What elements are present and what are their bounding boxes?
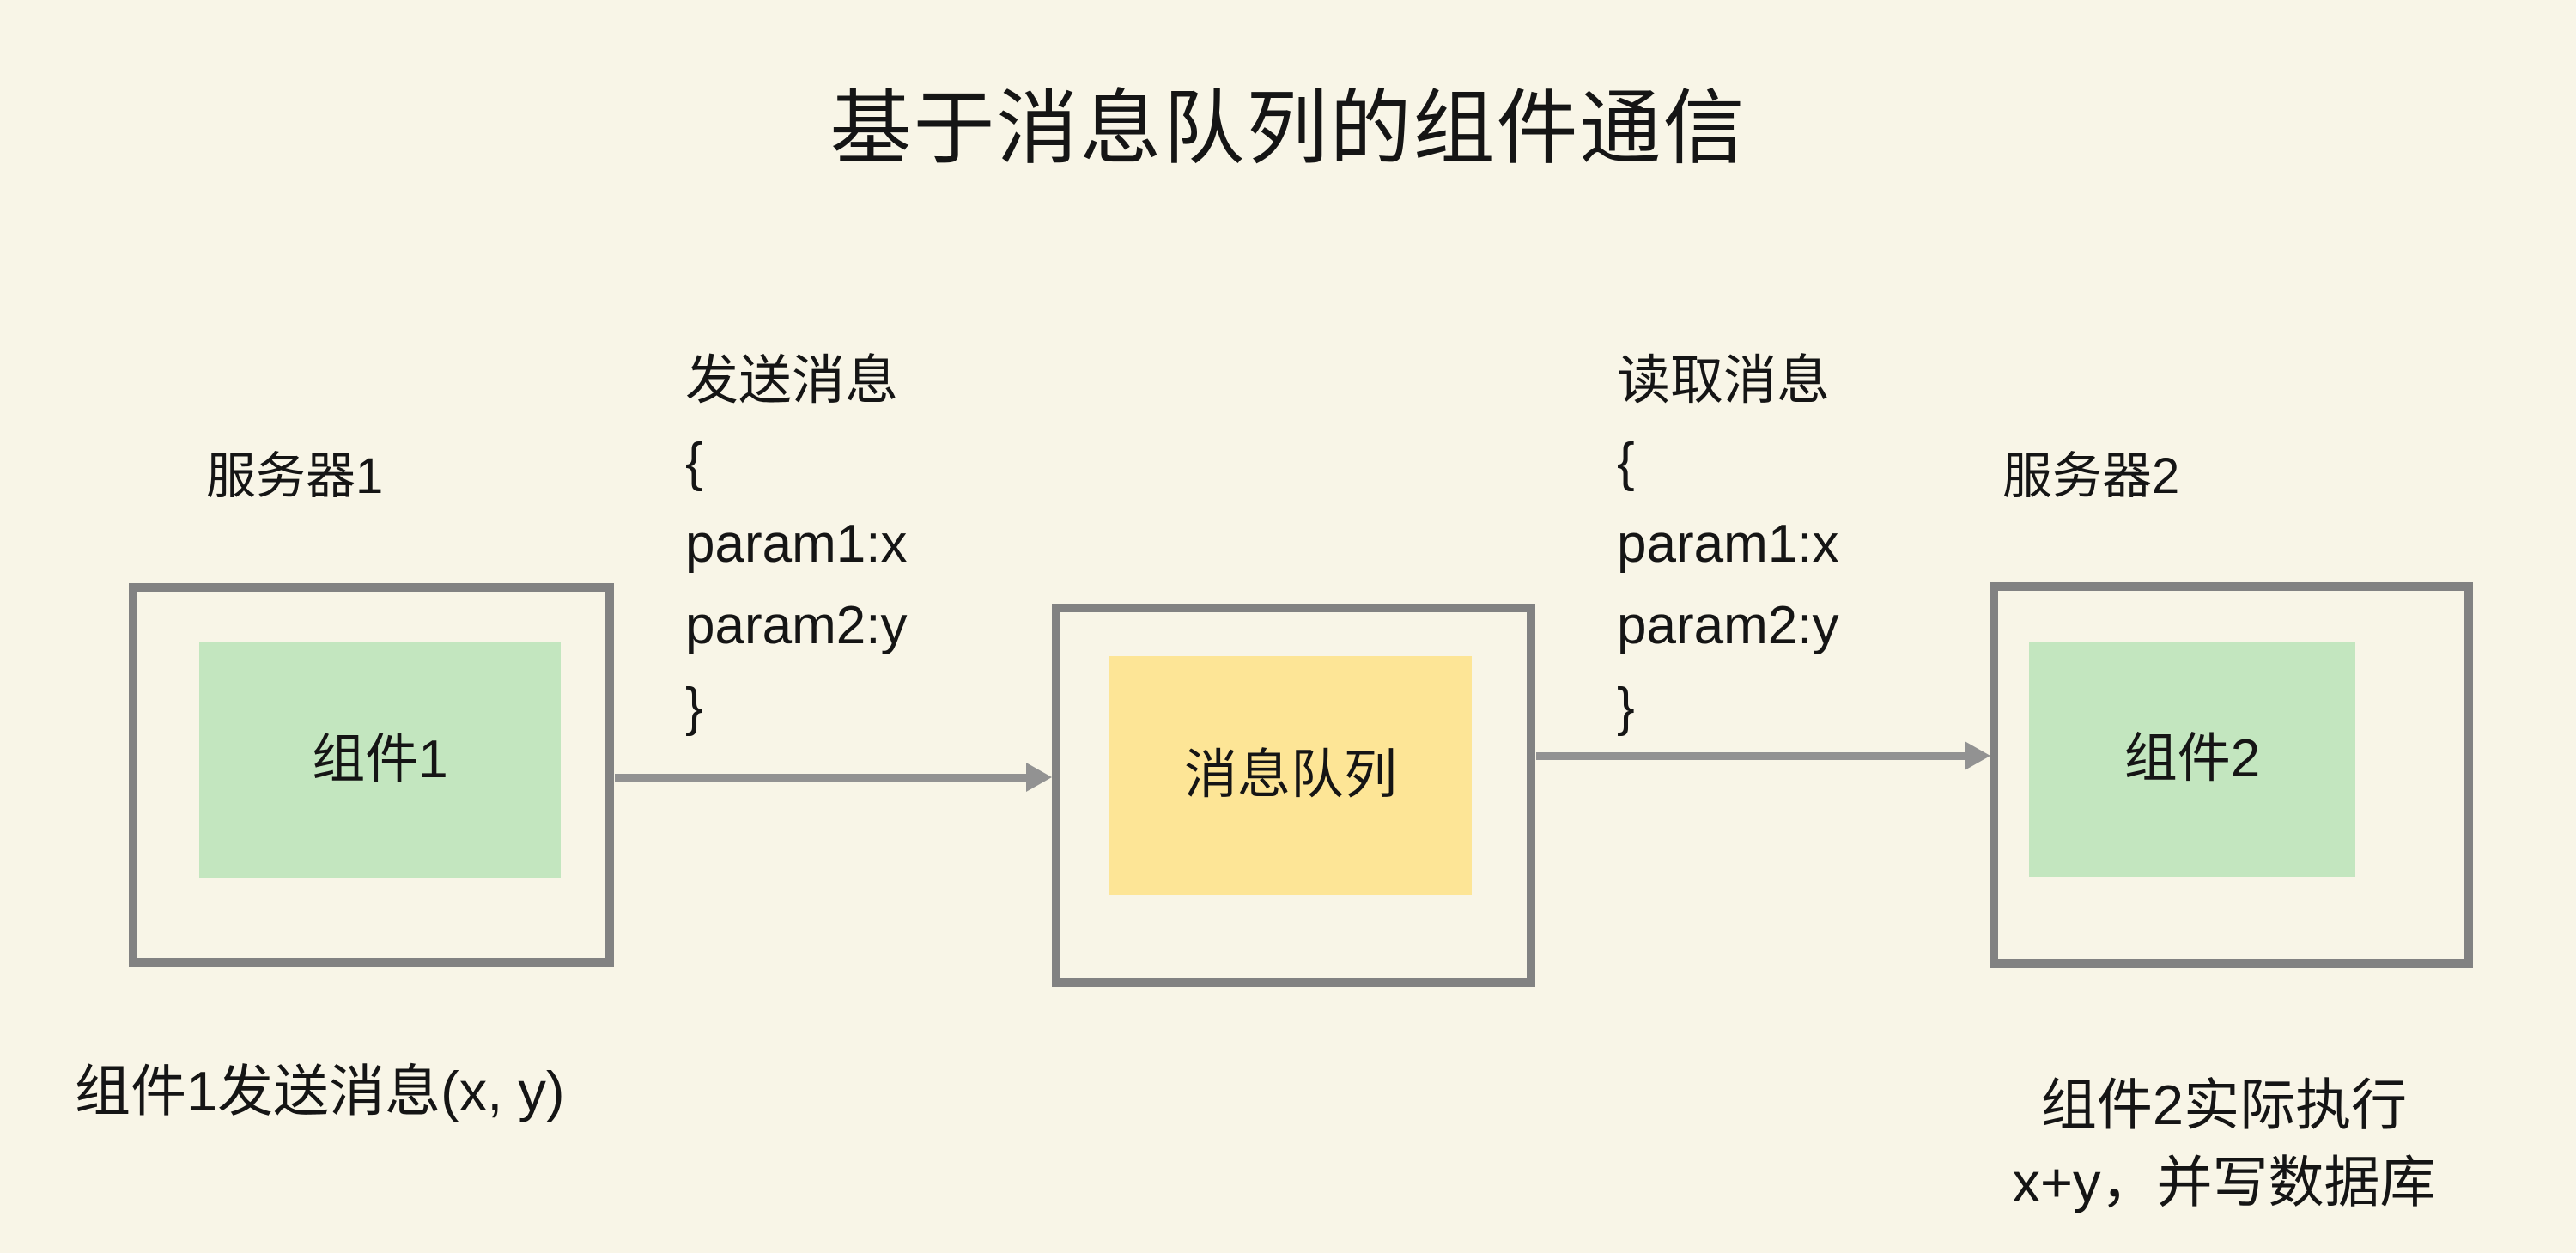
arrow-shaft (615, 774, 1029, 782)
component1-box: 组件1 (199, 642, 561, 878)
queue-outer-box (1052, 604, 1535, 987)
component1-label: 组件1 (312, 730, 448, 789)
arrow-head-right-icon (1965, 741, 1990, 770)
server2-box (1990, 582, 2473, 968)
component2-label: 组件2 (2123, 729, 2261, 788)
component2-action-caption: 组件2实际执行 x+y，并写数据库 (2012, 1074, 2436, 1213)
send-message-annotation: 发送消息 { param1:x param2:y } (685, 351, 908, 737)
diagram-title: 基于消息队列的组件通信 (829, 83, 1747, 174)
server1-box (129, 583, 614, 967)
component1-action-caption: 组件1发送消息(x, y) (75, 1060, 565, 1122)
server1-label: 服务器1 (206, 448, 384, 504)
message-queue-label: 消息队列 (1183, 745, 1397, 805)
component2-box: 组件2 (2029, 642, 2355, 877)
message-queue-box: 消息队列 (1109, 656, 1472, 895)
arrow-shaft (1536, 752, 1965, 760)
read-message-annotation: 读取消息 { param1:x param2:y } (1617, 351, 1839, 737)
arrow-head-right-icon (1026, 763, 1052, 792)
server2-label: 服务器2 (2002, 448, 2180, 504)
